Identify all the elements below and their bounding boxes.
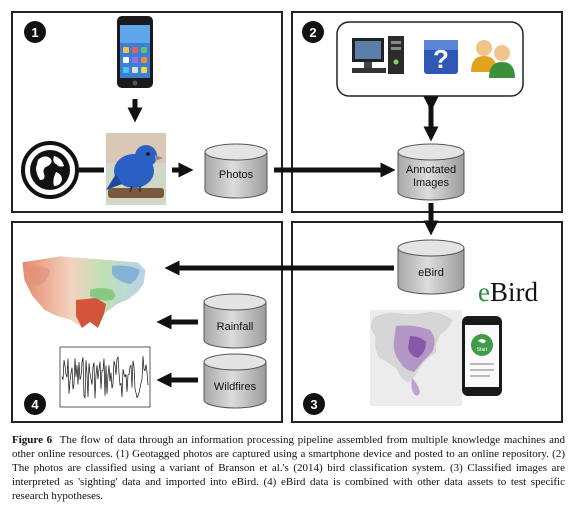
svg-text:4: 4 — [31, 397, 39, 412]
bird-photo — [106, 133, 166, 205]
timeseries-plot — [59, 346, 151, 408]
users-icon — [471, 40, 515, 78]
wildfires-database-label: Wildfires — [214, 381, 257, 393]
svg-text:3: 3 — [310, 397, 317, 412]
ebird-app-start-button: Start — [477, 347, 488, 353]
help-icon: ? — [424, 40, 458, 74]
wildfires-database: Wildfires — [203, 353, 267, 409]
figure-caption: Figure 6 The flow of data through an inf… — [12, 433, 565, 503]
ebird-database: eBird — [397, 239, 465, 295]
svg-text:?: ? — [433, 44, 449, 74]
rainfall-database-label: Rainfall — [217, 321, 254, 333]
svg-text:eBird: eBird — [478, 277, 538, 307]
smartphone-icon — [117, 16, 153, 88]
svg-text:2: 2 — [309, 25, 316, 40]
annotated-label-line2: Images — [413, 177, 450, 189]
sightings-map — [370, 310, 462, 406]
ebird-database-label: eBird — [418, 267, 444, 279]
panel-1-frame — [11, 11, 283, 213]
panel-2-badge: 2 — [302, 21, 324, 43]
figure-label: Figure 6 — [12, 434, 53, 446]
us-heatmap — [21, 255, 147, 329]
ebird-logo: eBird — [478, 277, 538, 307]
globe-icon — [21, 141, 79, 199]
svg-text:1: 1 — [31, 25, 38, 40]
panel-2-frame — [291, 11, 563, 213]
rainfall-database: Rainfall — [203, 293, 267, 349]
ebird-phone-app: Start — [462, 316, 502, 396]
panel-3-badge: 3 — [303, 393, 325, 415]
panel-4-frame — [11, 221, 283, 423]
figure-caption-text: The flow of data through an information … — [12, 434, 565, 502]
annotated-label-line1: Annotated — [406, 164, 456, 176]
photos-database: Photos — [204, 143, 268, 199]
panel-1-badge: 1 — [24, 21, 46, 43]
panel-4-badge: 4 — [24, 393, 46, 415]
annotated-images-database: Annotated Images — [397, 143, 465, 201]
pipeline-diagram: 1 2 3 4 — [11, 11, 563, 423]
photos-database-label: Photos — [219, 169, 254, 181]
computer-icon — [352, 36, 404, 74]
